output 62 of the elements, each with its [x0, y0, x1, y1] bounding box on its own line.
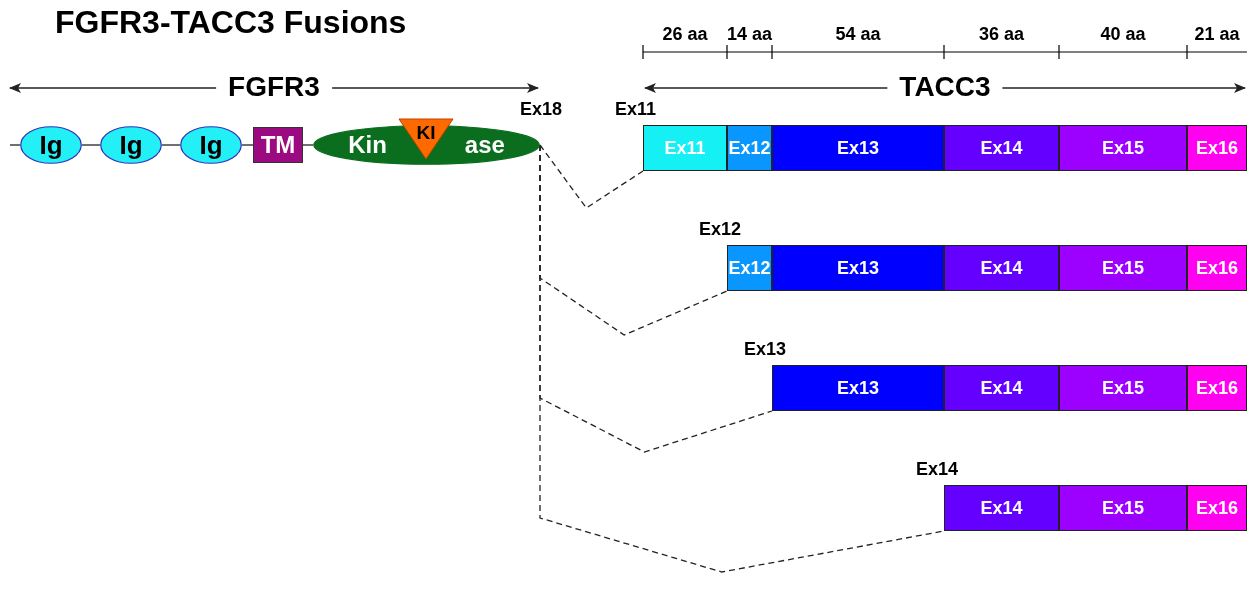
domain-label: Ex15 [1101, 137, 1144, 159]
length-label: 40 aa [1100, 24, 1146, 45]
backbone-line [9, 144, 21, 146]
exon-box [1187, 245, 1247, 291]
domain-label: Ex11 [664, 137, 706, 159]
domain-label: Ex14 [980, 257, 1023, 279]
domain-label: Ex14 [980, 137, 1023, 159]
length-label: 36 aa [979, 24, 1024, 45]
exon-label: Ex14 [916, 459, 959, 480]
backbone-line [302, 144, 314, 146]
domain-label: Ex12 [728, 257, 771, 279]
exon-box [772, 245, 944, 291]
domain-label: Ex14 [980, 497, 1023, 519]
length-label: 14 aa [727, 24, 772, 45]
ig-domain [180, 126, 242, 164]
domain-label: Ex12 [728, 137, 771, 159]
domain-label: Ex16 [1195, 257, 1238, 279]
domain-label: Ex13 [836, 137, 879, 159]
length-label: 54 aa [835, 24, 881, 45]
domain-label: Ex13 [836, 377, 879, 399]
splice-line [539, 144, 644, 209]
exon-box [1187, 485, 1247, 531]
exon-box [1059, 125, 1187, 171]
exon-label: Ex11 [615, 99, 657, 120]
exon-box [1059, 365, 1187, 411]
exon-box [1187, 125, 1247, 171]
exon-box [772, 125, 944, 171]
domain-label: Kin [348, 131, 387, 159]
exon-box [944, 365, 1059, 411]
backbone-line [81, 144, 101, 146]
domain-label: Ex16 [1195, 497, 1238, 519]
ig-domain [20, 126, 82, 164]
domain-label: Ex15 [1101, 497, 1144, 519]
domain-label: Ig [39, 129, 63, 161]
backbone-line [241, 144, 254, 146]
ig-domain [100, 126, 162, 164]
exon-box [1059, 485, 1187, 531]
domain-label: Ex13 [836, 257, 879, 279]
length-label: 21 aa [1194, 24, 1240, 45]
exon-box [944, 125, 1059, 171]
domain-label: KI [416, 122, 436, 144]
tm-domain [253, 127, 303, 163]
domain-label: ase [464, 131, 505, 159]
domain-label: Ig [199, 129, 223, 161]
domain-label: Ex15 [1101, 377, 1144, 399]
ki-insert [399, 119, 453, 159]
domain-label: TM [260, 131, 296, 159]
exon-label: Ex13 [744, 339, 787, 360]
exon-label: Ex12 [699, 219, 742, 240]
length-label: 26 aa [662, 24, 708, 45]
exon-label: Ex18 [519, 99, 562, 120]
exon-box [944, 245, 1059, 291]
exon-box [1059, 245, 1187, 291]
title: FGFR3-TACC3 Fusions [55, 4, 407, 41]
domain-label: Ex15 [1101, 257, 1144, 279]
domain-label: Ex16 [1195, 377, 1238, 399]
exon-box [727, 125, 772, 171]
domain-label: Ex16 [1195, 137, 1238, 159]
exon-box [1187, 365, 1247, 411]
backbone-line [161, 144, 181, 146]
domain-label: Ig [119, 129, 143, 161]
domain-label: Ex14 [980, 377, 1023, 399]
